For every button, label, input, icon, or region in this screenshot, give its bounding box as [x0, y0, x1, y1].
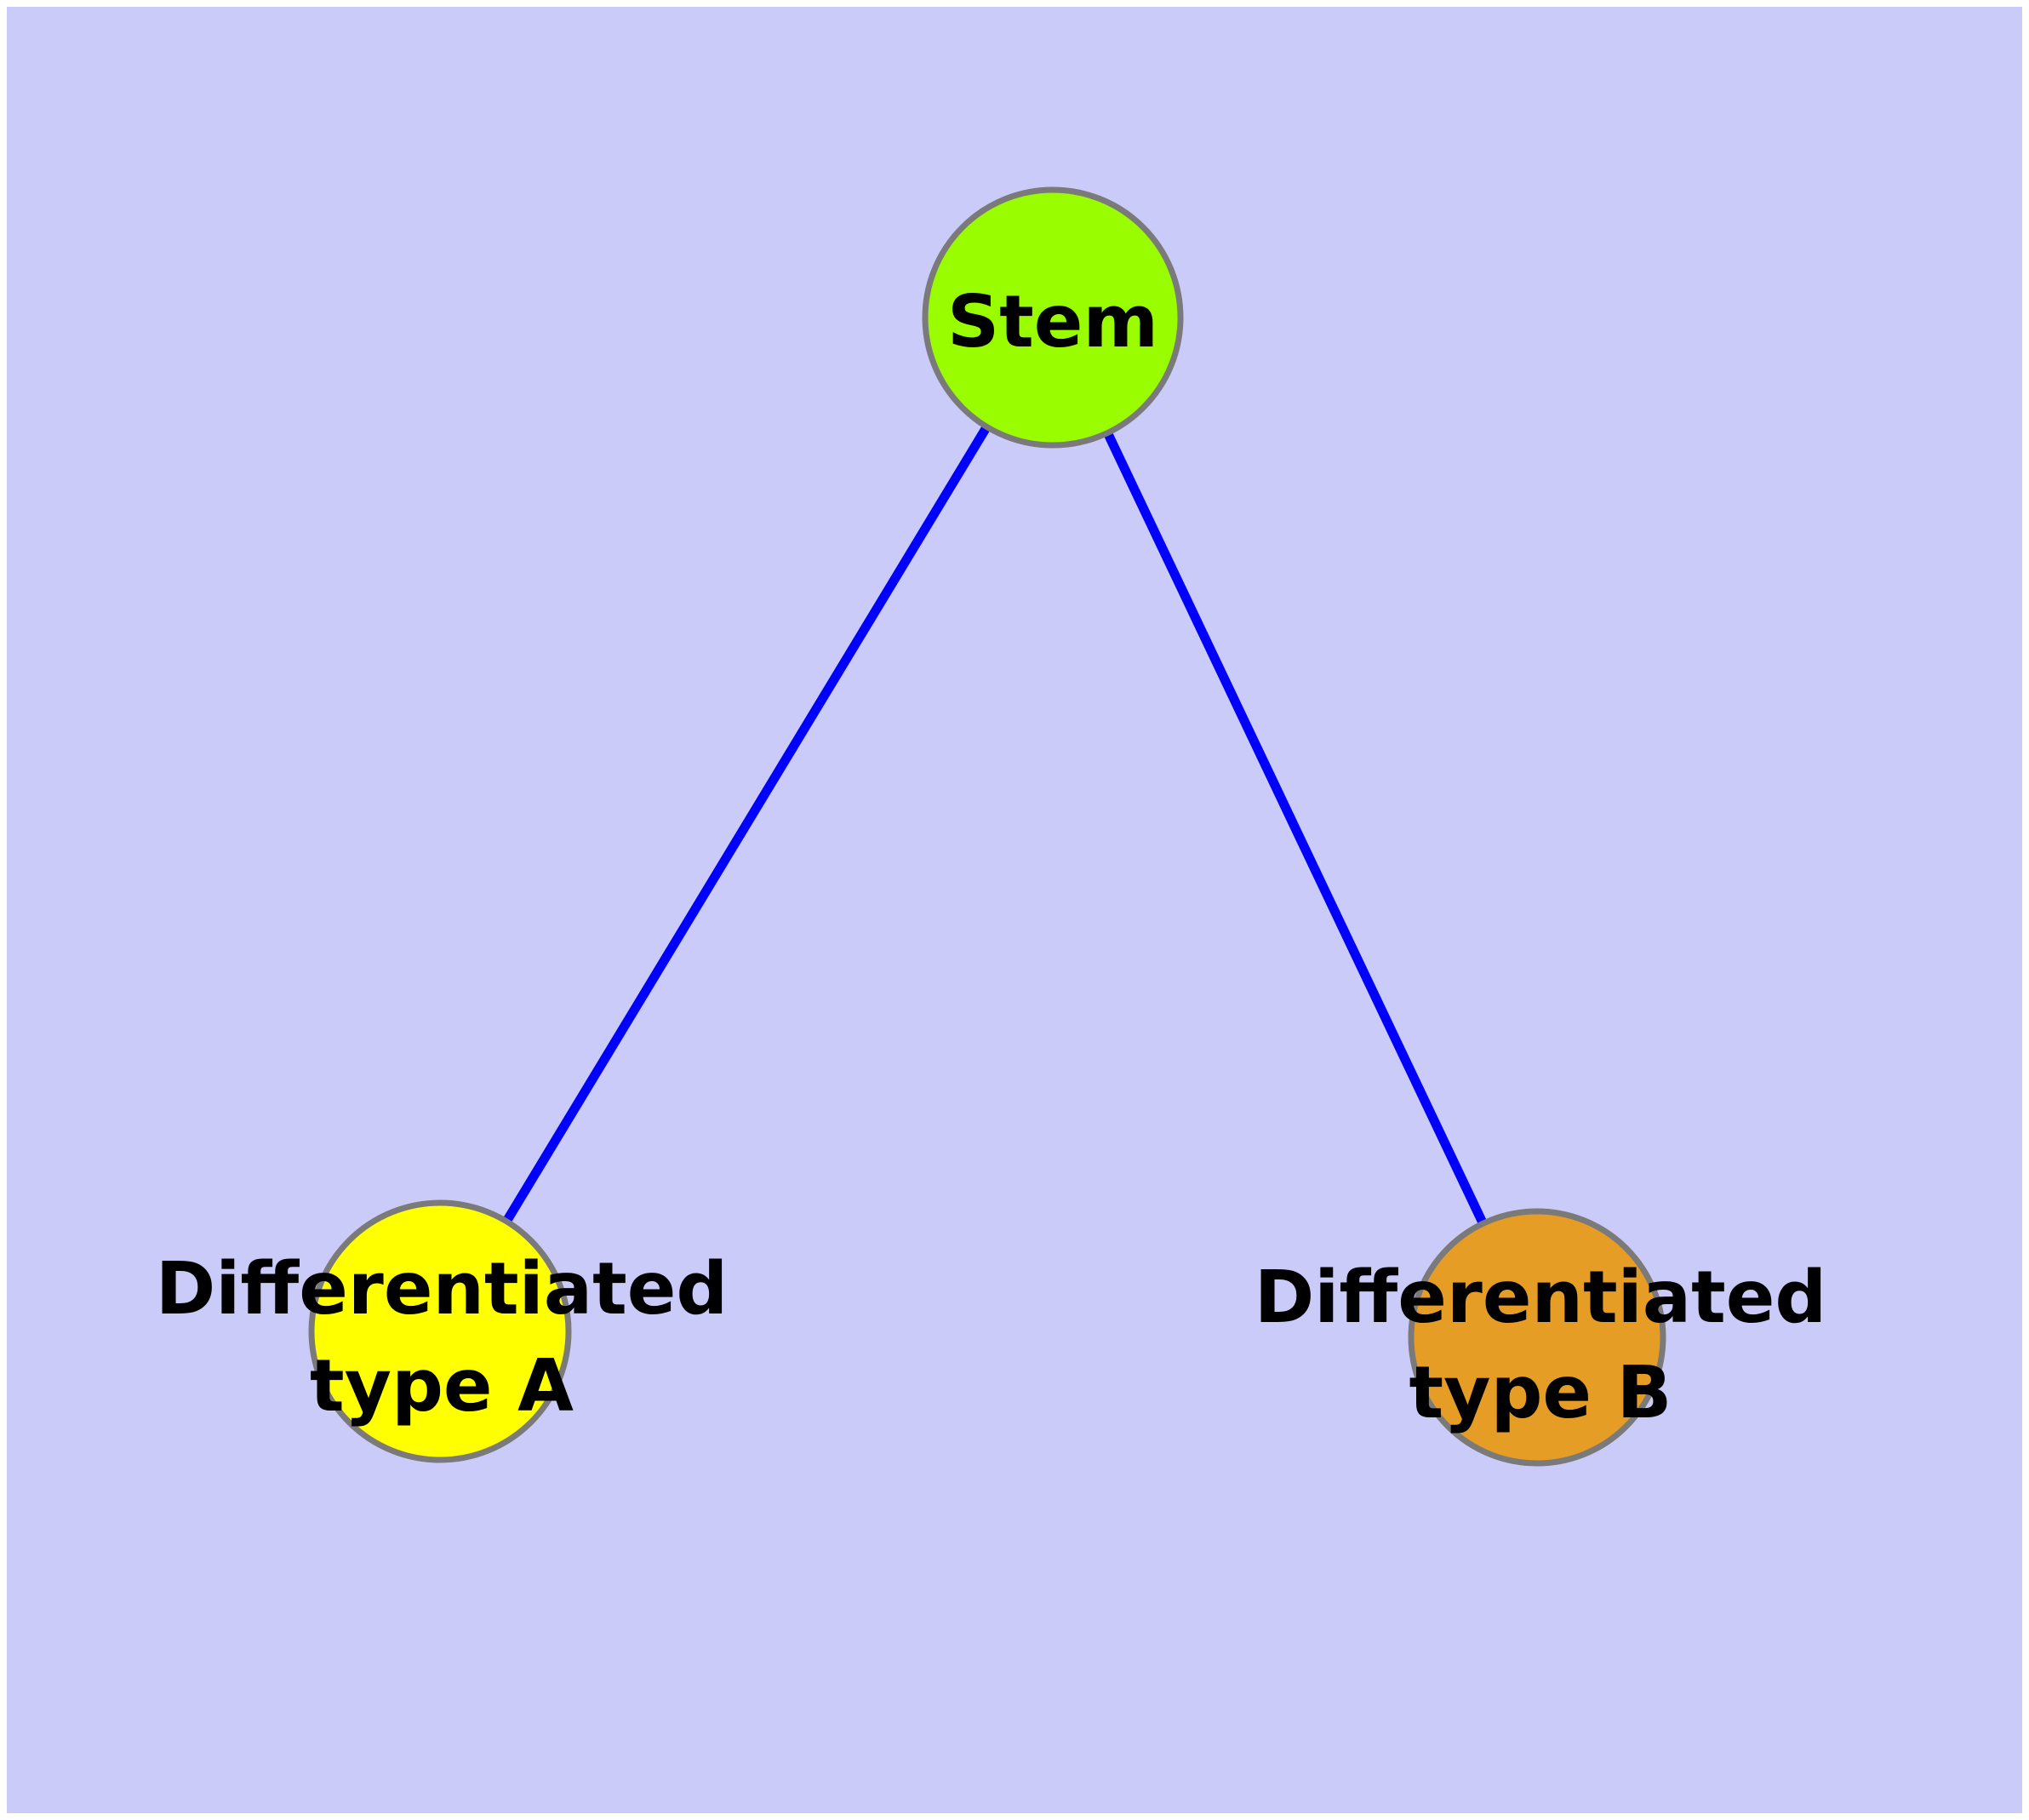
edge-stem-to-type-b — [1049, 315, 1541, 1340]
node-differentiated-type-b-label-line1: Differentiated — [1255, 1256, 1827, 1340]
node-differentiated-type-b — [1408, 1208, 1666, 1467]
node-differentiated-type-a-label-line2: type A — [310, 1344, 574, 1428]
node-differentiated-type-b-label-line2: type B — [1409, 1351, 1672, 1435]
edge-stem-to-type-a — [436, 315, 1057, 1334]
node-differentiated-type-a — [308, 1199, 572, 1463]
node-stem-label: Stem — [947, 280, 1158, 364]
node-differentiated-type-a-label-line1: Differentiated — [156, 1247, 729, 1331]
node-stem — [922, 186, 1184, 449]
